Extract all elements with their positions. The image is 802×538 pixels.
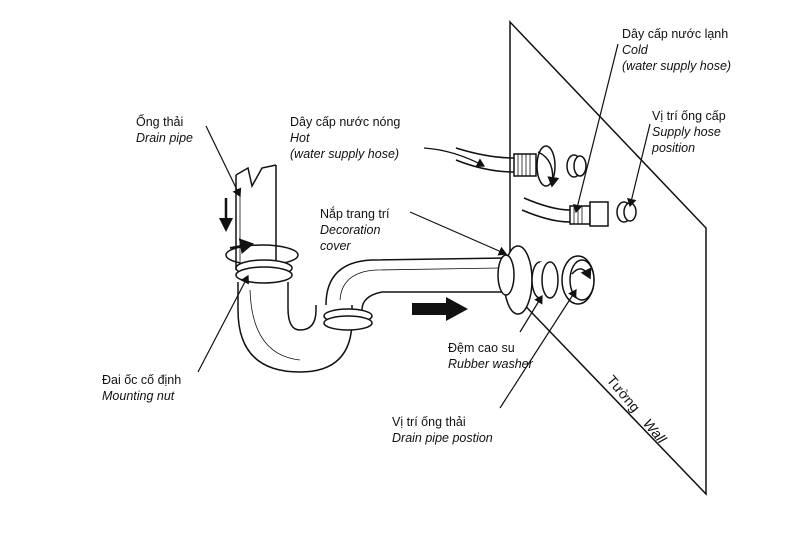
label-cold-hose-en2: (water supply hose) xyxy=(622,59,732,73)
leader-hot-hose xyxy=(423,147,486,167)
label-hot-hose-en1: Hot xyxy=(290,131,310,145)
cold-supply-hose xyxy=(521,197,609,227)
label-rubber-washer-vi: Đệm cao su xyxy=(448,341,515,355)
down-arrow xyxy=(219,198,233,232)
leader-cold-hose xyxy=(573,43,619,214)
drain-port-rotate-arrow xyxy=(571,267,592,280)
leader-decoration-cover xyxy=(409,211,508,256)
leader-mounting-nut xyxy=(197,274,249,373)
label-hot-hose: Dây cấp nước nóng Hot (water supply hose… xyxy=(290,114,400,162)
label-decoration-cover-en2: cover xyxy=(320,239,351,253)
mounting-nut xyxy=(235,259,293,284)
label-hot-hose-en2: (water supply hose) xyxy=(290,147,400,161)
wall-panel xyxy=(509,20,707,496)
leader-rubber-washer xyxy=(519,294,543,333)
cold-supply-fitting xyxy=(616,201,637,223)
label-decoration-cover: Nắp trang trí Decoration cover xyxy=(320,206,389,254)
label-mounting-nut: Đai ốc cố định Mounting nut xyxy=(102,372,181,404)
decoration-cover xyxy=(497,245,533,315)
u-trap xyxy=(237,282,353,373)
drain-pipe-horizontal xyxy=(325,257,507,311)
flow-direction-arrow xyxy=(412,297,468,321)
rotation-arrow xyxy=(229,238,254,255)
label-decoration-cover-vi: Nắp trang trí xyxy=(320,207,390,221)
leader-supply-position xyxy=(627,123,651,208)
label-mounting-nut-en: Mounting nut xyxy=(102,389,175,403)
label-drain-pipe: Ống thải Drain pipe xyxy=(136,114,193,146)
label-cold-hose: Dây cấp nước lạnh Cold (water supply hos… xyxy=(622,26,731,74)
leader-drain-position xyxy=(499,288,577,409)
label-rubber-washer: Đệm cao su Rubber washer xyxy=(448,340,533,372)
label-hot-hose-vi: Dây cấp nước nóng xyxy=(290,115,401,129)
leader-lines xyxy=(197,43,651,409)
label-drain-position-vi: Vị trí ống thải xyxy=(392,415,466,429)
hot-hose-rotate-arrow xyxy=(537,151,560,188)
trap-nut xyxy=(323,308,373,331)
label-drain-position: Vị trí ống thải Drain pipe postion xyxy=(392,414,493,446)
label-cold-hose-en1: Cold xyxy=(622,43,648,57)
drain-pipe-vertical xyxy=(235,164,277,270)
hot-supply-fitting xyxy=(566,154,587,178)
label-supply-position-vi: Vị trí ống cấp xyxy=(652,109,726,123)
label-mounting-nut-vi: Đai ốc cố định xyxy=(102,373,182,387)
rubber-washer xyxy=(531,261,559,299)
hot-supply-hose xyxy=(455,145,556,187)
label-drain-position-en: Drain pipe postion xyxy=(392,431,493,445)
label-decoration-cover-en1: Decoration xyxy=(320,223,381,237)
label-supply-position-en2: position xyxy=(652,141,696,155)
label-supply-position: Vị trí ống cấp Supply hose position xyxy=(652,108,726,156)
label-cold-hose-vi: Dây cấp nước lạnh xyxy=(622,27,729,41)
drain-wall-port xyxy=(561,255,595,305)
label-supply-position-en1: Supply hose xyxy=(652,125,721,139)
leader-drain-pipe xyxy=(205,125,242,198)
label-drain-pipe-vi: Ống thải xyxy=(136,115,184,129)
label-drain-pipe-en: Drain pipe xyxy=(136,131,193,145)
label-rubber-washer-en: Rubber washer xyxy=(448,357,533,371)
